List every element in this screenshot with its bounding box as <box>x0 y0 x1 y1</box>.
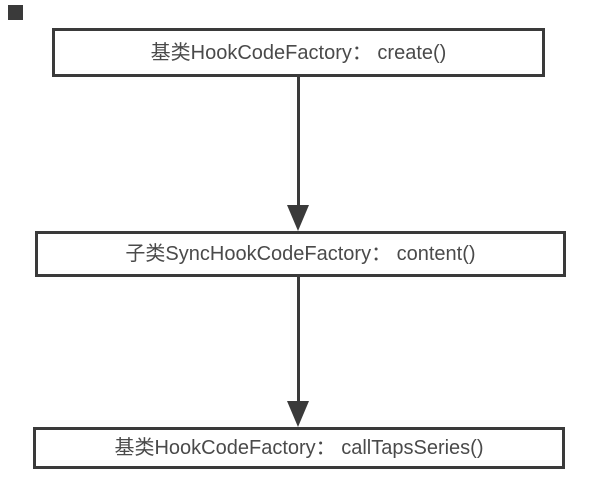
arrow-down-head-icon <box>287 205 309 231</box>
flow-node-base-calltapsseries: 基类HookCodeFactory： callTapsSeries() <box>33 427 565 469</box>
flow-node-sub-content: 子类SyncHookCodeFactory： content() <box>35 231 566 277</box>
flow-node-label: 基类HookCodeFactory： create() <box>150 41 447 64</box>
flow-node-base-create: 基类HookCodeFactory： create() <box>52 28 545 77</box>
flow-node-label: 基类HookCodeFactory： callTapsSeries() <box>114 437 484 459</box>
corner-square-marker-icon <box>8 5 23 20</box>
arrow-content-to-calltapsseries <box>287 277 309 427</box>
arrow-down-head-icon <box>287 401 309 427</box>
flow-node-label: 子类SyncHookCodeFactory： content() <box>125 243 476 265</box>
arrow-shaft <box>296 277 300 401</box>
arrow-shaft <box>296 77 300 205</box>
arrow-create-to-content <box>287 77 309 231</box>
